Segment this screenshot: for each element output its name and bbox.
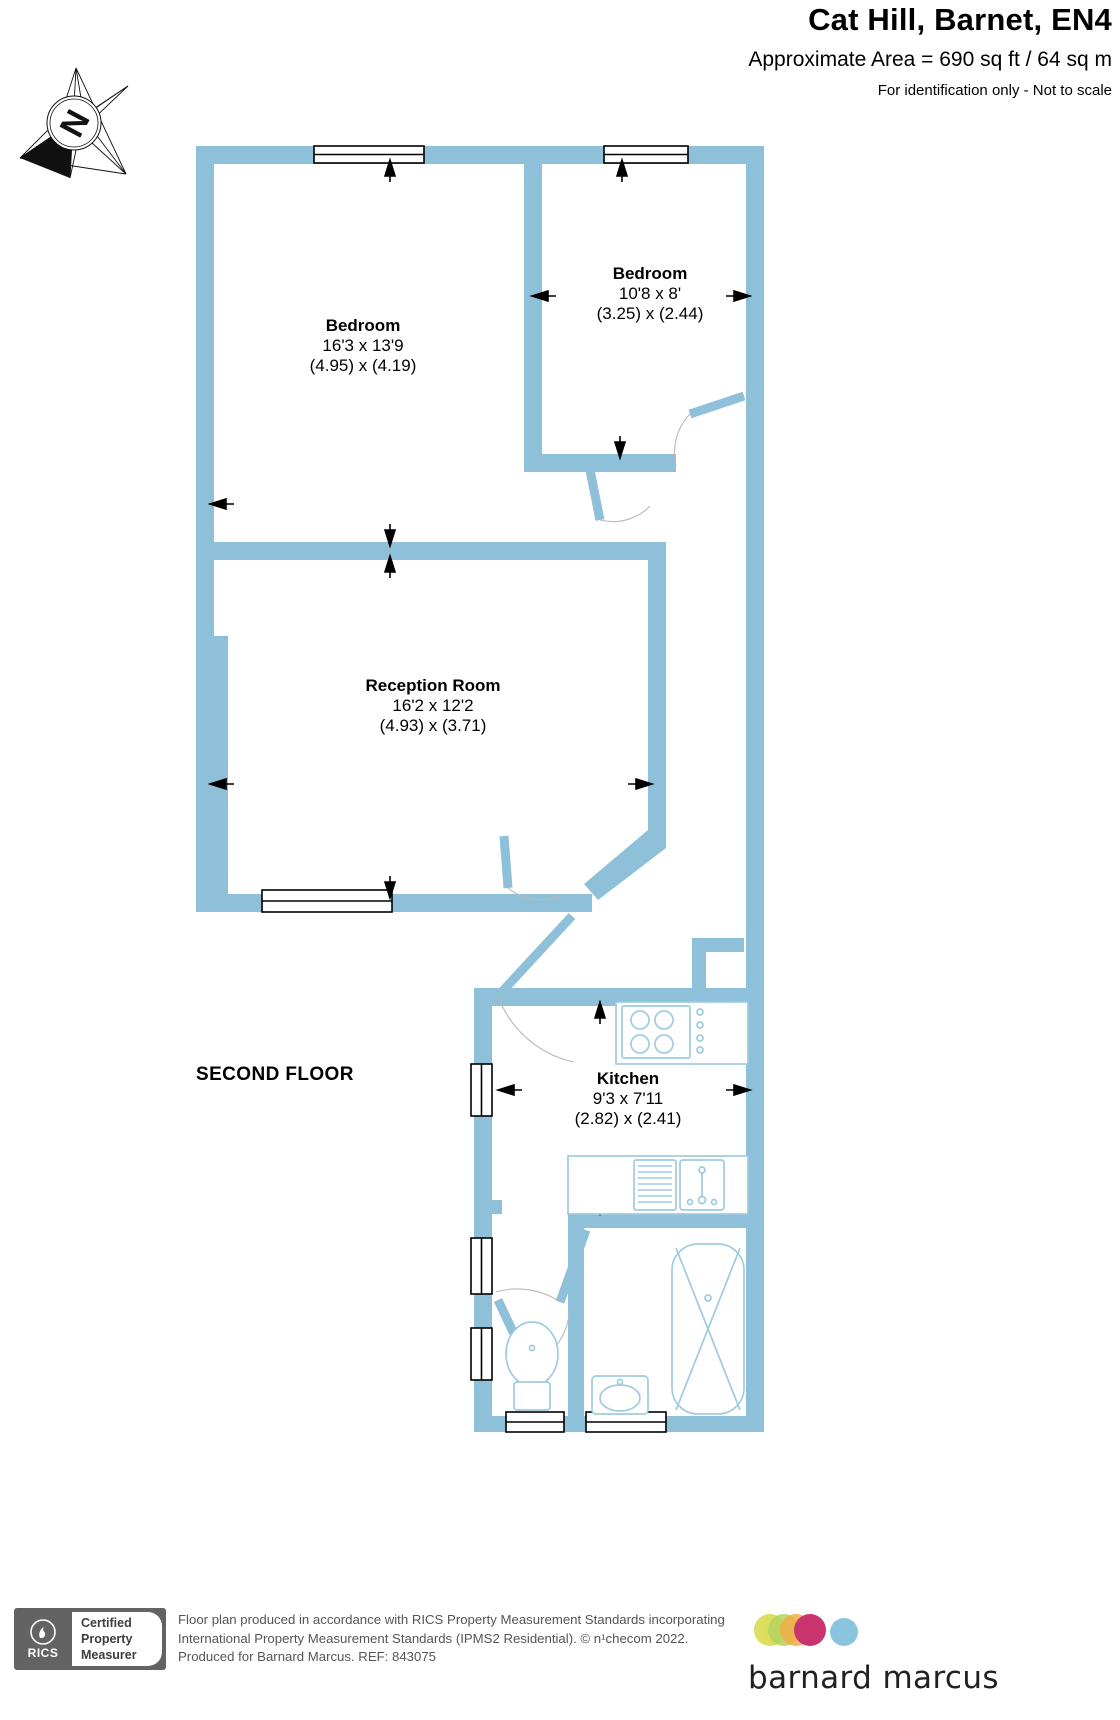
floor-level-label: SECOND FLOOR (196, 1064, 354, 1085)
credit-line-3: Produced for Barnard Marcus. REF: 843075 (178, 1649, 437, 1665)
room-dims-imperial: 10'8 x 8' (618, 284, 682, 304)
room-label-kitchen: Kitchen 9'3 x 7'11 (2.82) x (2.41) (520, 1069, 736, 1129)
room-dims-imperial: 9'3 x 7'11 (592, 1089, 664, 1109)
room-name: Kitchen (596, 1069, 660, 1088)
windows (261, 145, 689, 1433)
wc-bowl-icon (505, 1321, 559, 1387)
credit-line-2: International Property Measurement Stand… (178, 1630, 689, 1646)
rics-certified-badge: RICS Certified Property Measurer (14, 1608, 166, 1670)
approximate-area: Approximate Area = 690 sq ft / 64 sq m (748, 48, 1112, 71)
badge-line-3: Measurer (81, 1648, 137, 1662)
room-label-bedroom-2: Bedroom 10'8 x 8' (3.25) x (2.44) (540, 264, 760, 324)
rics-crest-icon (30, 1618, 56, 1645)
bathroom-fittings (505, 1243, 745, 1415)
hob-icon (621, 1005, 691, 1059)
room-dims-metric: (4.95) x (4.19) (309, 356, 417, 376)
room-dims-imperial: 16'3 x 13'9 (322, 336, 404, 356)
rics-wordmark: RICS (27, 1645, 59, 1660)
room-label-bedroom-1: Bedroom 16'3 x 13'9 (4.95) x (4.19) (268, 316, 458, 376)
compass-rose-icon: N (19, 67, 129, 179)
credit-line-1: Floor plan produced in accordance with R… (178, 1612, 725, 1627)
room-dims-metric: (2.82) x (2.41) (574, 1109, 682, 1129)
floor-plan-drawing (196, 145, 764, 1433)
room-dims-metric: (3.25) x (2.44) (596, 304, 704, 324)
room-name: Reception Room (365, 676, 501, 695)
room-name: Bedroom (612, 264, 688, 283)
room-label-reception-room: Reception Room 16'2 x 12'2 (4.93) x (3.7… (320, 676, 546, 736)
room-dims-imperial: 16'2 x 12'2 (392, 696, 474, 716)
page-title: Cat Hill, Barnet, EN4 (808, 2, 1112, 37)
rics-logo: RICS (14, 1608, 72, 1670)
identification-note: For identification only - Not to scale (877, 82, 1112, 99)
kitchen-fittings (567, 1001, 749, 1215)
barnard-marcus-logo-icon (754, 1614, 858, 1646)
rics-badge-text: Certified Property Measurer (72, 1612, 162, 1666)
barnard-marcus-wordmark: barnard marcus (748, 1660, 999, 1696)
room-name: Bedroom (325, 316, 401, 335)
room-dims-metric: (4.93) x (3.71) (379, 716, 487, 736)
badge-line-2: Property (81, 1632, 133, 1646)
floor-plan-credit: Floor plan produced in accordance with R… (178, 1611, 738, 1667)
badge-line-1: Certified (81, 1616, 132, 1630)
wc-cistern-icon (513, 1381, 551, 1411)
